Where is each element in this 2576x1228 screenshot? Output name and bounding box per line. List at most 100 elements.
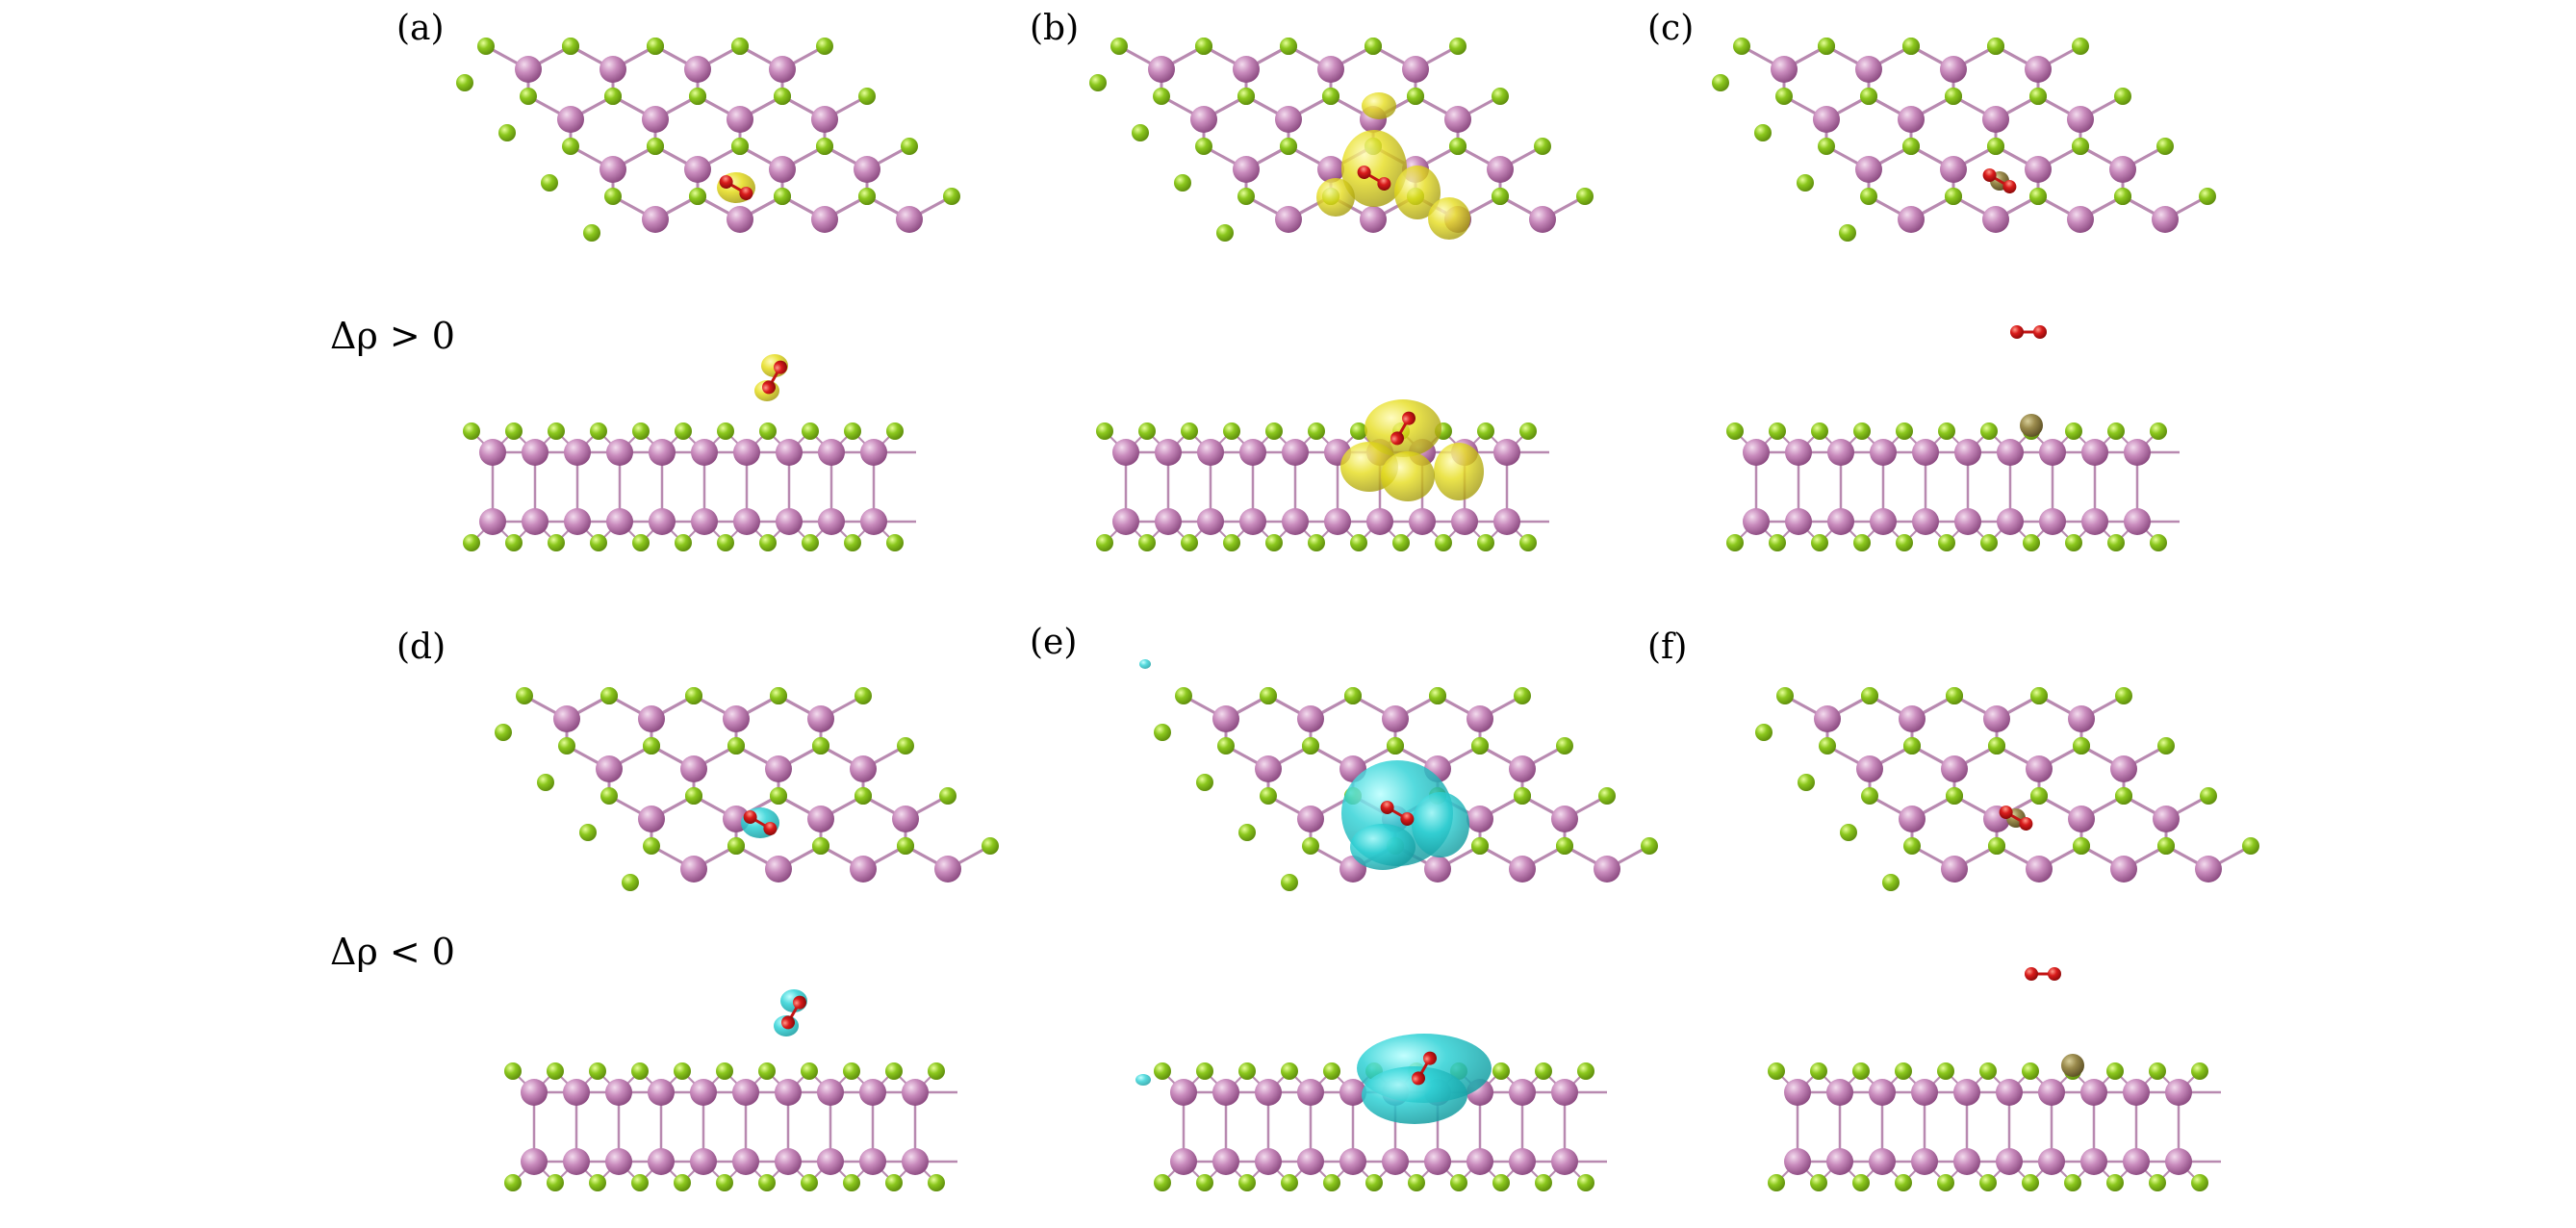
metal-atom xyxy=(1155,508,1182,535)
nonmetal-atom xyxy=(1519,422,1537,440)
nonmetal-atom xyxy=(590,422,607,440)
metal-atom xyxy=(596,755,623,782)
metal-atom xyxy=(1743,439,1770,466)
metal-atom xyxy=(723,705,750,732)
nonmetal-atom xyxy=(1535,1174,1552,1191)
nonmetal-atom xyxy=(1387,737,1404,755)
nonmetal-atom xyxy=(886,422,904,440)
nonmetal-atom xyxy=(643,737,660,755)
metal-atom xyxy=(1855,56,1882,83)
nonmetal-atom xyxy=(1237,188,1255,205)
nonmetal-atom xyxy=(901,138,918,155)
nonmetal-atom xyxy=(759,534,777,551)
nonmetal-atom xyxy=(844,422,861,440)
metal-atom xyxy=(859,1079,886,1106)
metal-atom xyxy=(2025,56,2052,83)
metal-atom xyxy=(1594,856,1620,883)
nonmetal-atom xyxy=(1514,687,1531,704)
nonmetal-atom xyxy=(548,534,565,551)
nonmetal-atom xyxy=(1577,1174,1594,1191)
nonmetal-atom xyxy=(2200,787,2217,805)
nonmetal-atom xyxy=(1492,1062,1510,1080)
metal-atom xyxy=(1509,1148,1536,1175)
metal-atom xyxy=(1954,508,1981,535)
adsorbate-atom xyxy=(2025,967,2038,981)
metal-atom xyxy=(1785,439,1812,466)
nonmetal-atom xyxy=(1811,422,1828,440)
metal-atom xyxy=(1282,439,1309,466)
metal-atom xyxy=(1911,1079,1938,1106)
metal-atom xyxy=(1212,705,1239,732)
nonmetal-atom xyxy=(2072,38,2089,55)
metal-atom xyxy=(727,106,753,133)
nonmetal-atom xyxy=(689,188,706,205)
metal-atom xyxy=(1112,508,1139,535)
panel-c-side-view xyxy=(1726,422,2180,551)
metal-atom xyxy=(1493,508,1520,535)
nonmetal-atom xyxy=(1280,38,1297,55)
metal-atom xyxy=(2081,508,2108,535)
nonmetal-atom xyxy=(1811,534,1828,551)
panel-d-side-view xyxy=(504,1062,957,1191)
nonmetal-atom xyxy=(1979,1062,1997,1080)
metal-atom xyxy=(1282,508,1309,535)
nonmetal-atom xyxy=(2191,1174,2208,1191)
nonmetal-atom xyxy=(2107,422,2125,440)
nonmetal-atom xyxy=(1818,38,1835,55)
nonmetal-atom xyxy=(727,837,745,855)
nonmetal-atom xyxy=(1938,534,1955,551)
nonmetal-atom xyxy=(758,1174,776,1191)
nonmetal-atom xyxy=(2106,1174,2124,1191)
nonmetal-atom xyxy=(943,188,960,205)
metal-atom xyxy=(1941,856,1968,883)
metal-atom xyxy=(1467,705,1493,732)
panel-label-b: (b) xyxy=(1030,9,1080,48)
row-label-positive: Δρ > 0 xyxy=(330,315,455,357)
nonmetal-atom xyxy=(843,1062,860,1080)
nonmetal-atom xyxy=(770,787,787,805)
nonmetal-atom xyxy=(1768,1174,1785,1191)
metal-atom xyxy=(1382,1148,1409,1175)
metal-atom xyxy=(807,806,834,832)
nonmetal-atom xyxy=(632,422,650,440)
metal-atom xyxy=(1898,106,1925,133)
metal-atom xyxy=(1467,806,1493,832)
nonmetal-atom xyxy=(982,837,999,855)
metal-atom xyxy=(515,56,542,83)
metal-atom xyxy=(1275,206,1302,233)
metal-atom xyxy=(680,755,707,782)
panel-f-dopant-atom xyxy=(2061,1054,2084,1077)
metal-atom xyxy=(1911,1148,1938,1175)
nonmetal-atom xyxy=(600,787,618,805)
metal-atom xyxy=(1912,508,1939,535)
metal-atom xyxy=(1856,755,1883,782)
metal-atom xyxy=(1899,806,1926,832)
nonmetal-atom xyxy=(812,837,829,855)
metal-atom xyxy=(2165,1079,2192,1106)
metal-atom xyxy=(776,439,803,466)
adsorbate-atom xyxy=(2002,180,2017,193)
metal-atom xyxy=(2067,106,2094,133)
nonmetal-atom xyxy=(1945,188,1962,205)
metal-atom xyxy=(1982,106,2009,133)
nonmetal-atom xyxy=(1238,1062,1256,1080)
nonmetal-atom xyxy=(1308,422,1325,440)
panel-c-adsorbate-side xyxy=(2010,325,2047,339)
nonmetal-atom xyxy=(1365,1174,1383,1191)
nonmetal-atom xyxy=(2065,534,2082,551)
metal-atom xyxy=(684,56,711,83)
metal-atom xyxy=(1813,106,1840,133)
metal-atom xyxy=(599,56,626,83)
adsorbate-atom xyxy=(781,1015,795,1030)
nonmetal-atom xyxy=(1196,1174,1213,1191)
metal-atom xyxy=(2124,508,2151,535)
nonmetal-atom xyxy=(1979,1174,1997,1191)
panel-a-top-view xyxy=(456,38,960,242)
metal-atom xyxy=(2110,755,2137,782)
nonmetal-atom xyxy=(2157,737,2175,755)
nonmetal-atom xyxy=(1302,737,1319,755)
metal-atom xyxy=(479,508,506,535)
metal-atom xyxy=(1912,439,1939,466)
nonmetal-atom xyxy=(463,422,480,440)
